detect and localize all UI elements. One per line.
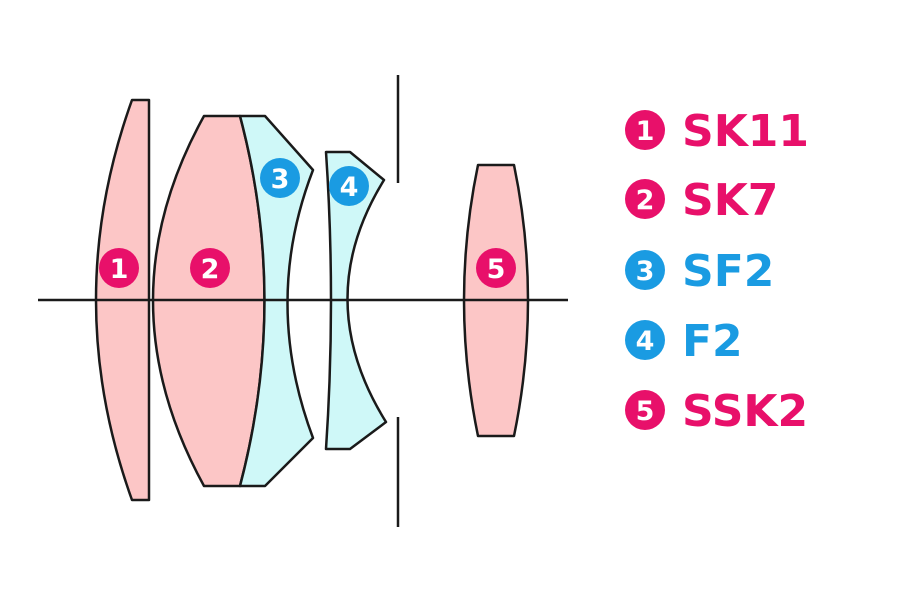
badge-element-1: 1 [99, 248, 139, 288]
legend-glass-4: F2 [682, 316, 743, 367]
legend-glass-5: SSK2 [682, 386, 808, 437]
lens-element-4 [324, 150, 388, 451]
legend-glass-2: SK7 [682, 175, 778, 226]
legend-glass-3: SF2 [682, 246, 774, 297]
legend-glass-1: SK11 [682, 106, 809, 157]
legend-number-4: 4 [636, 326, 655, 357]
legend-item-1: 1 SK11 [625, 106, 809, 157]
legend-number-5: 5 [636, 396, 655, 427]
badge-element-4: 4 [329, 166, 369, 206]
legend-item-3: 3 SF2 [625, 246, 774, 297]
legend-number-3: 3 [636, 256, 655, 287]
legend-item-5: 5 SSK2 [625, 386, 808, 437]
badge-element-2: 2 [190, 248, 230, 288]
badge-number-5: 5 [487, 254, 506, 285]
legend: 1 SK11 2 SK7 3 SF2 4 F2 5 SSK2 [625, 106, 809, 437]
badge-number-3: 3 [271, 164, 290, 195]
badge-element-5: 5 [476, 248, 516, 288]
badge-element-3: 3 [260, 158, 300, 198]
legend-number-2: 2 [636, 185, 655, 216]
legend-item-2: 2 SK7 [625, 175, 778, 226]
badge-number-1: 1 [110, 254, 129, 285]
legend-number-1: 1 [636, 116, 655, 147]
legend-item-4: 4 F2 [625, 316, 743, 367]
badge-number-4: 4 [340, 172, 359, 203]
badge-number-2: 2 [201, 254, 220, 285]
